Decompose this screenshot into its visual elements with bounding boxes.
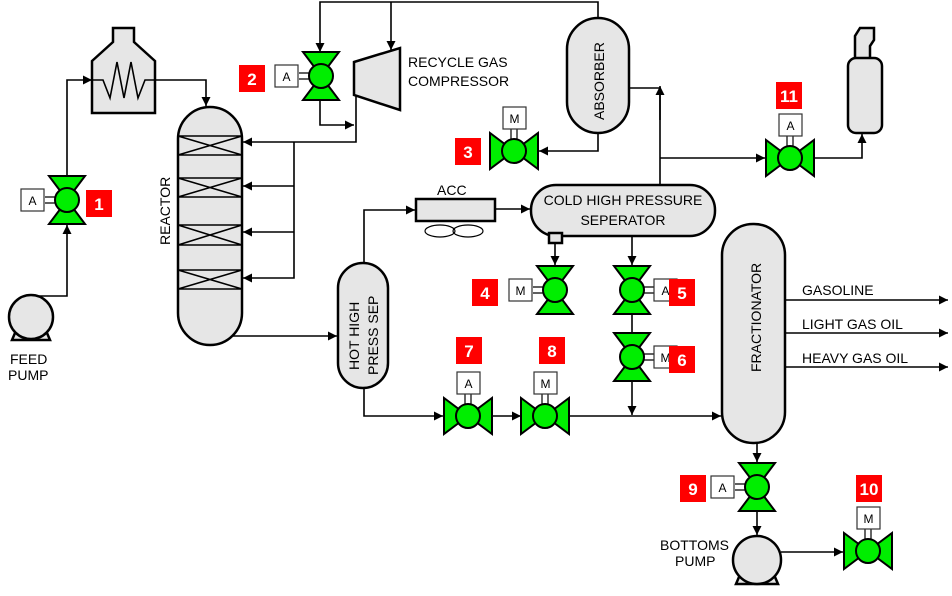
feed-pump-label-1: FEED [10, 351, 47, 367]
product-heavy-gas-oil: HEAVY GAS OIL [802, 350, 908, 366]
fan-icon [452, 224, 484, 238]
valve-tag: 2 [239, 65, 265, 92]
actuator-label: A [28, 194, 36, 208]
bottoms-pump: BOTTOMS PUMP [660, 534, 783, 586]
valve-tag: 4 [472, 279, 498, 306]
valve-bonnet-icon [777, 145, 803, 171]
valve-6[interactable]: M [612, 332, 678, 382]
reactor-label: REACTOR [157, 177, 173, 245]
cold-separator-label-1: COLD HIGH PRESSURE [544, 192, 703, 208]
actuator-label: A [464, 377, 472, 391]
fractionator-label: FRACTIONATOR [748, 263, 764, 372]
actuator-box: A [456, 371, 481, 395]
valve-tag: 3 [455, 138, 481, 165]
valve-bonnet-icon [619, 277, 645, 303]
product-gasoline: GASOLINE [802, 282, 874, 298]
valve-tag-number: 5 [677, 284, 686, 303]
valve-3[interactable]: M [489, 106, 539, 171]
valve-2[interactable]: A [274, 51, 341, 101]
hot-separator-label-2: PRESS SEP [365, 296, 381, 375]
valve-bonnet-icon [308, 63, 334, 89]
actuator-box: M [508, 278, 533, 302]
bottoms-pump-label-2: PUMP [675, 553, 715, 569]
valve-tag: 8 [539, 337, 565, 364]
product-light-gas-oil: LIGHT GAS OIL [802, 316, 903, 332]
cold-separator-label-2: SEPERATOR [580, 212, 665, 228]
actuator-box: A [778, 113, 803, 137]
fractionator: FRACTIONATOR GASOLINE LIGHT GAS OIL HEAV… [720, 222, 908, 445]
absorber: ABSORBER [565, 16, 631, 135]
actuator-box: M [533, 371, 558, 395]
actuator-label: M [661, 351, 671, 365]
absorber-label: ABSORBER [591, 42, 607, 120]
fan-icon [424, 224, 456, 238]
valve-bonnet-icon [501, 138, 527, 164]
valve-tag: 6 [669, 346, 695, 373]
valve-tag: 11 [776, 82, 802, 109]
valve-11[interactable]: A [765, 113, 815, 178]
valve-tag-number: 9 [688, 480, 697, 499]
actuator-label: M [516, 284, 526, 298]
actuator-box: A [20, 188, 45, 212]
valve-1[interactable]: A [20, 175, 87, 225]
valve-tag-number: 2 [247, 70, 256, 89]
valve-tag-number: 10 [860, 480, 879, 499]
actuator-box: A [274, 64, 299, 88]
feed-pump: FEED PUMP [7, 293, 55, 383]
actuator-label: A [282, 70, 290, 84]
recycle-gas-compressor: RECYCLE GAS COMPRESSOR [352, 46, 509, 112]
actuator-label: M [510, 112, 520, 126]
valve-8[interactable]: M [520, 371, 570, 436]
air-cooled-condenser: ACC [414, 182, 497, 238]
actuator-label: A [661, 284, 669, 298]
valve-tag-number: 1 [94, 195, 103, 214]
bottoms-pump-label-1: BOTTOMS [660, 537, 729, 553]
valve-bonnet-icon [542, 277, 568, 303]
valve-4[interactable]: M [508, 265, 575, 315]
actuator-label: M [864, 512, 874, 526]
actuator-box: M [502, 106, 527, 130]
valve-tag: 1 [86, 190, 112, 217]
valve-9[interactable]: A [710, 462, 777, 512]
acc-label: ACC [437, 182, 467, 198]
actuator-label: A [786, 119, 794, 133]
hot-high-pressure-separator: HOT HIGH PRESS SEP [336, 261, 390, 390]
valve-10[interactable]: M [843, 506, 893, 571]
valve-bonnet-icon [744, 474, 770, 500]
valve-5[interactable]: A [612, 265, 678, 315]
valve-bonnet-icon [855, 538, 881, 564]
cold-high-pressure-separator: COLD HIGH PRESSURE SEPERATOR [529, 183, 717, 245]
valve-bonnet-icon [619, 344, 645, 370]
hot-separator-label-1: HOT HIGH [346, 302, 362, 370]
compressor-label-2: COMPRESSOR [408, 73, 509, 89]
reactor: REACTOR [157, 105, 244, 347]
actuator-label: A [718, 481, 726, 495]
valve-tag: 5 [669, 279, 695, 306]
fired-heater [90, 26, 157, 115]
feed-pump-label-2: PUMP [8, 367, 48, 383]
valve-7[interactable]: A [443, 371, 493, 436]
valve-tag: 7 [456, 337, 482, 364]
actuator-box: M [856, 506, 881, 530]
valve-tag: 9 [680, 475, 706, 502]
valve-tag: 10 [856, 475, 882, 502]
valve-bonnet-icon [455, 403, 481, 429]
valve-bonnet-icon [54, 187, 80, 213]
valve-tag-number: 7 [464, 342, 473, 361]
product-drum [846, 26, 884, 135]
valve-tag-number: 6 [677, 351, 686, 370]
valve-tag-number: 4 [480, 284, 490, 303]
valve-tag-number: 3 [463, 143, 472, 162]
valve-tag-number: 8 [547, 342, 556, 361]
actuator-label: M [541, 377, 551, 391]
valve-tag-number: 11 [780, 87, 798, 106]
valve-bonnet-icon [532, 403, 558, 429]
compressor-label-1: RECYCLE GAS [408, 54, 508, 70]
actuator-box: A [710, 475, 735, 499]
